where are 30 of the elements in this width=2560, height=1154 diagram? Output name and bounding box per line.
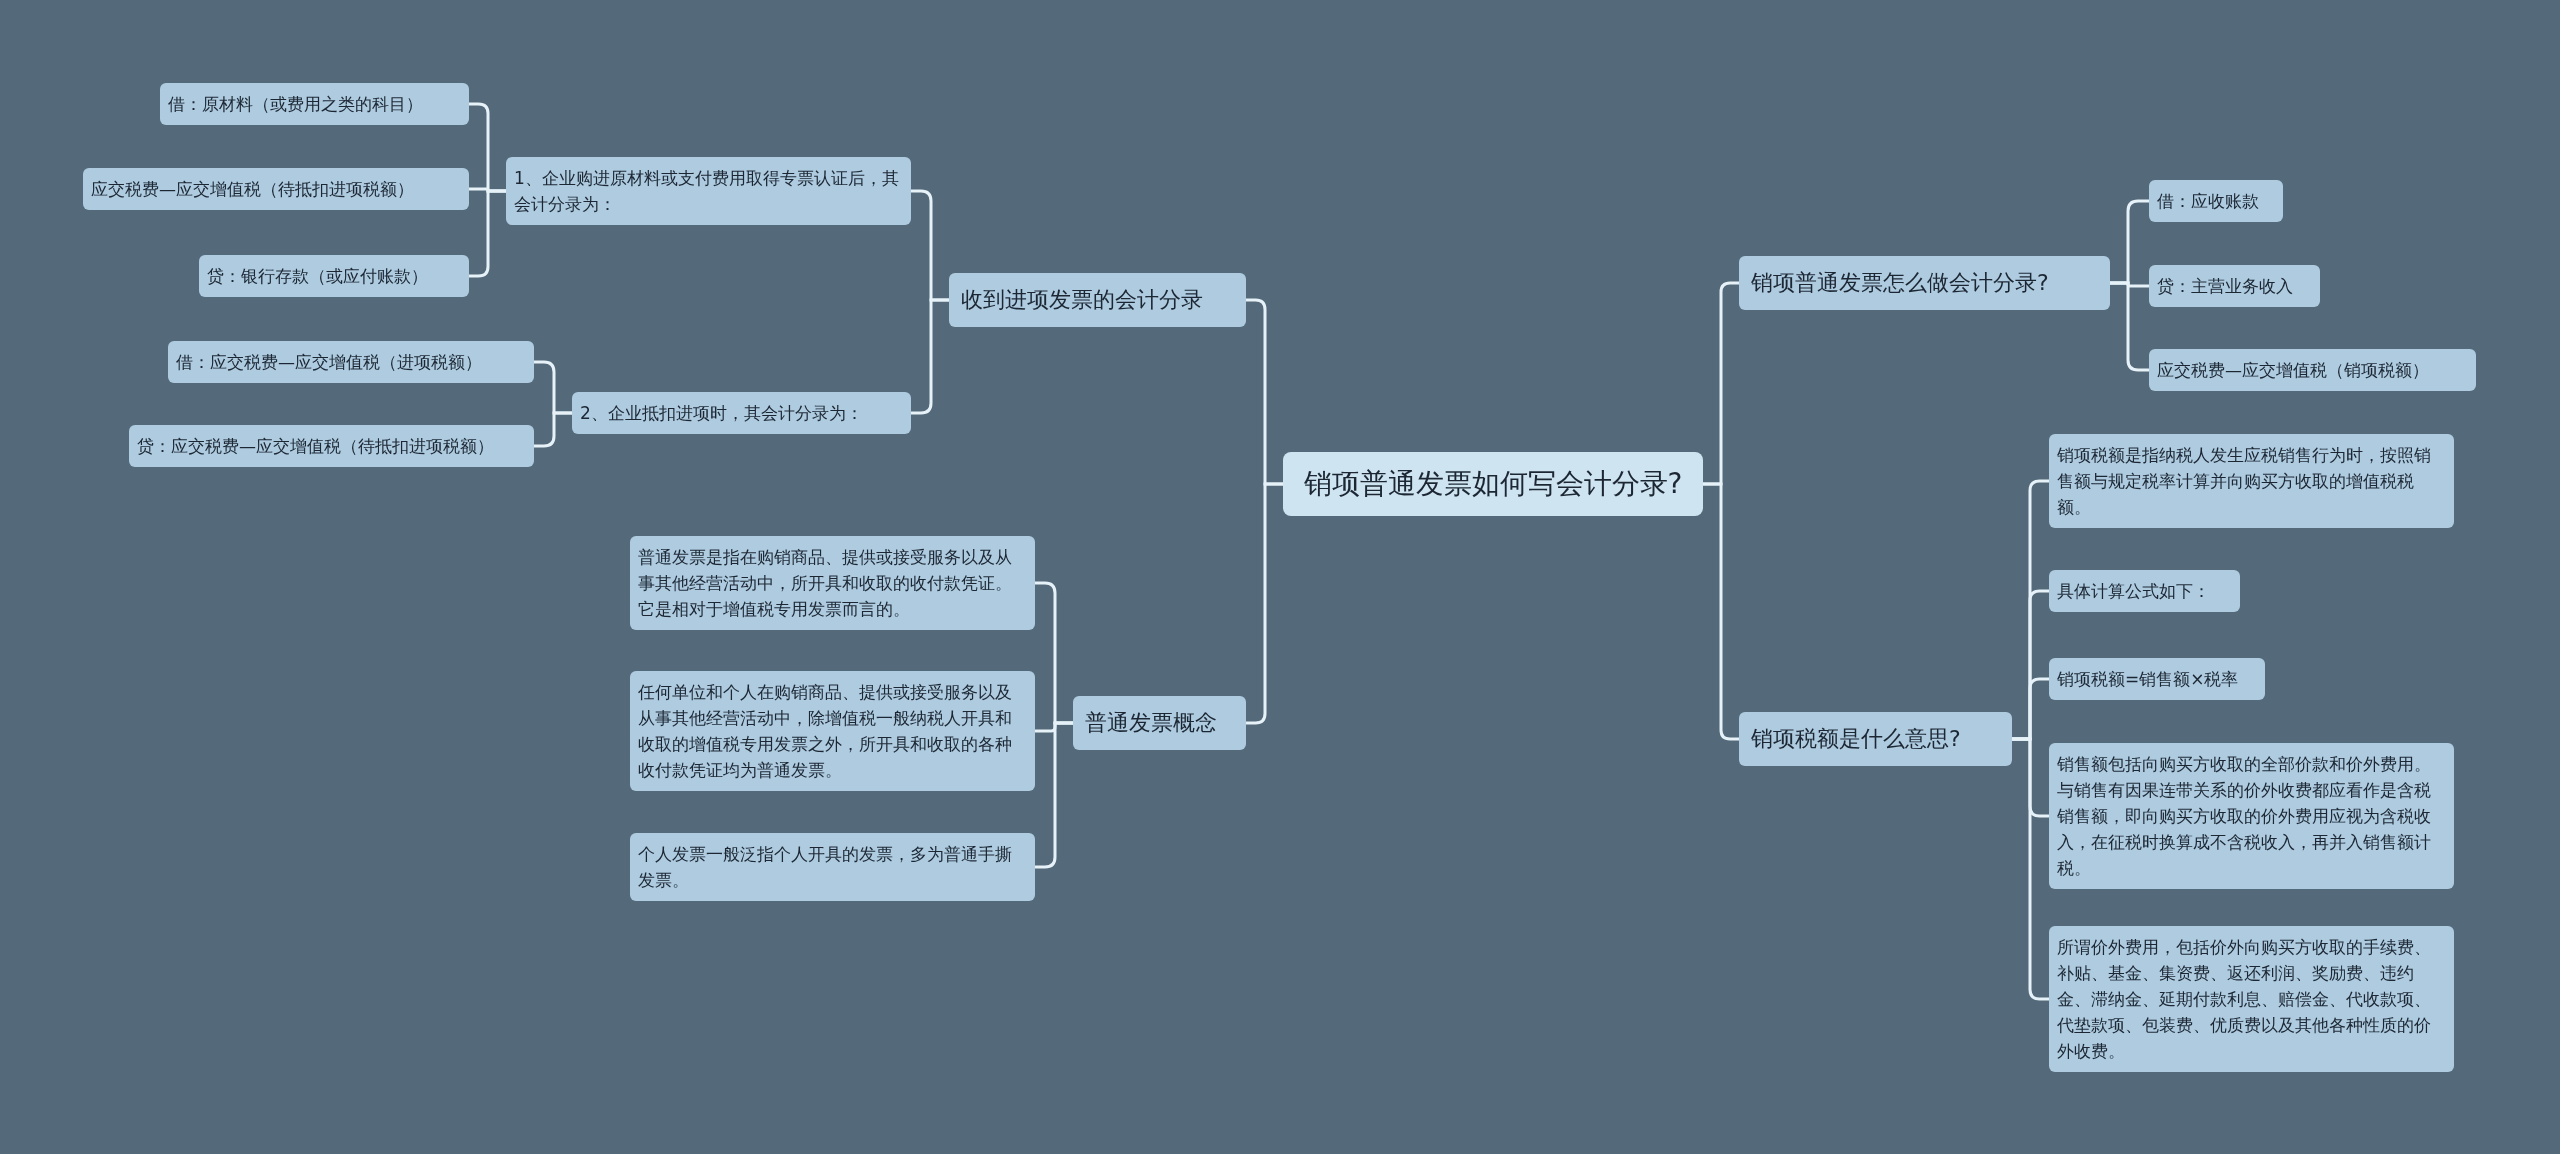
connector-line: [2110, 281, 2149, 372]
leaf-topic-box: 1、企业购进原材料或支付费用取得专票认证后，其会计分录为：: [506, 157, 911, 225]
leaf-topic-box: 借：应交税费—应交增值税（进项税额）: [168, 341, 534, 383]
leaf-topic-box: 具体计算公式如下：: [2049, 570, 2240, 612]
leaf-topic-box: 贷：应交税费—应交增值税（待抵扣进项税额）: [129, 425, 534, 467]
leaf-topic-box: 贷：主营业务收入: [2149, 265, 2320, 307]
leaf-topic-box: 任何单位和个人在购销商品、提供或接受服务以及从事其他经营活动中，除增值税一般纳税人开具和收取的增值税专用发票之外，所开具和收取的各种收付款凭证均为普通发票。: [630, 671, 1035, 791]
branch-topic-box: 销项普通发票怎么做会计分录?: [1739, 256, 2110, 310]
leaf-topic-box: 个人发票一般泛指个人开具的发票，多为普通手撕发票。: [630, 833, 1035, 901]
leaf-topic-box: 销售额包括向购买方收取的全部价款和价外费用。与销售有因果连带关系的价外收费都应看作是含税销售额，即向购买方收取的价外费用应视为含税收入，在征税时换算成不含税收入，再并入销售额计税。: [2049, 743, 2454, 889]
leaf-topic-box: 借：原材料（或费用之类的科目）: [160, 83, 469, 125]
connector-line: [534, 411, 572, 448]
connector-line: [1035, 721, 1073, 869]
leaf-topic-box: 销项税额是指纳税人发生应税销售行为时，按照销售额与规定税率计算并向购买方收取的增值税税额。: [2049, 434, 2454, 528]
connector-line: [469, 189, 506, 278]
leaf-topic-box: 应交税费—应交增值税（销项税额）: [2149, 349, 2476, 391]
connector-line: [911, 298, 949, 415]
branch-topic-box: 普通发票概念: [1073, 696, 1246, 750]
leaf-topic-box: 普通发票是指在购销商品、提供或接受服务以及从事其他经营活动中，所开具和收取的收付款凭证。它是相对于增值税专用发票而言的。: [630, 536, 1035, 630]
leaf-topic-box: 借：应收账款: [2149, 180, 2283, 222]
connector-line: [1703, 482, 1739, 741]
connector-line: [1246, 482, 1283, 725]
branch-topic-box: 销项税额是什么意思?: [1739, 712, 2012, 766]
leaf-topic-box: 贷：银行存款（或应付账款）: [199, 255, 469, 297]
leaf-topic-box: 所谓价外费用，包括价外向购买方收取的手续费、补贴、基金、集资费、返还利润、奖励费、违约金、滞纳金、延期付款利息、赔偿金、代收款项、代垫款项、包装费、优质费以及其他各种性质的价外收费。: [2049, 926, 2454, 1072]
root-topic-box: 销项普通发票如何写会计分录?: [1283, 452, 1703, 516]
branch-topic-box: 收到进项发票的会计分录: [949, 273, 1246, 327]
leaf-topic-box: 销项税额=销售额×税率: [2049, 658, 2265, 700]
leaf-topic-box: 应交税费—应交增值税（待抵扣进项税额）: [83, 168, 469, 210]
leaf-topic-box: 2、企业抵扣进项时，其会计分录为：: [572, 392, 911, 434]
